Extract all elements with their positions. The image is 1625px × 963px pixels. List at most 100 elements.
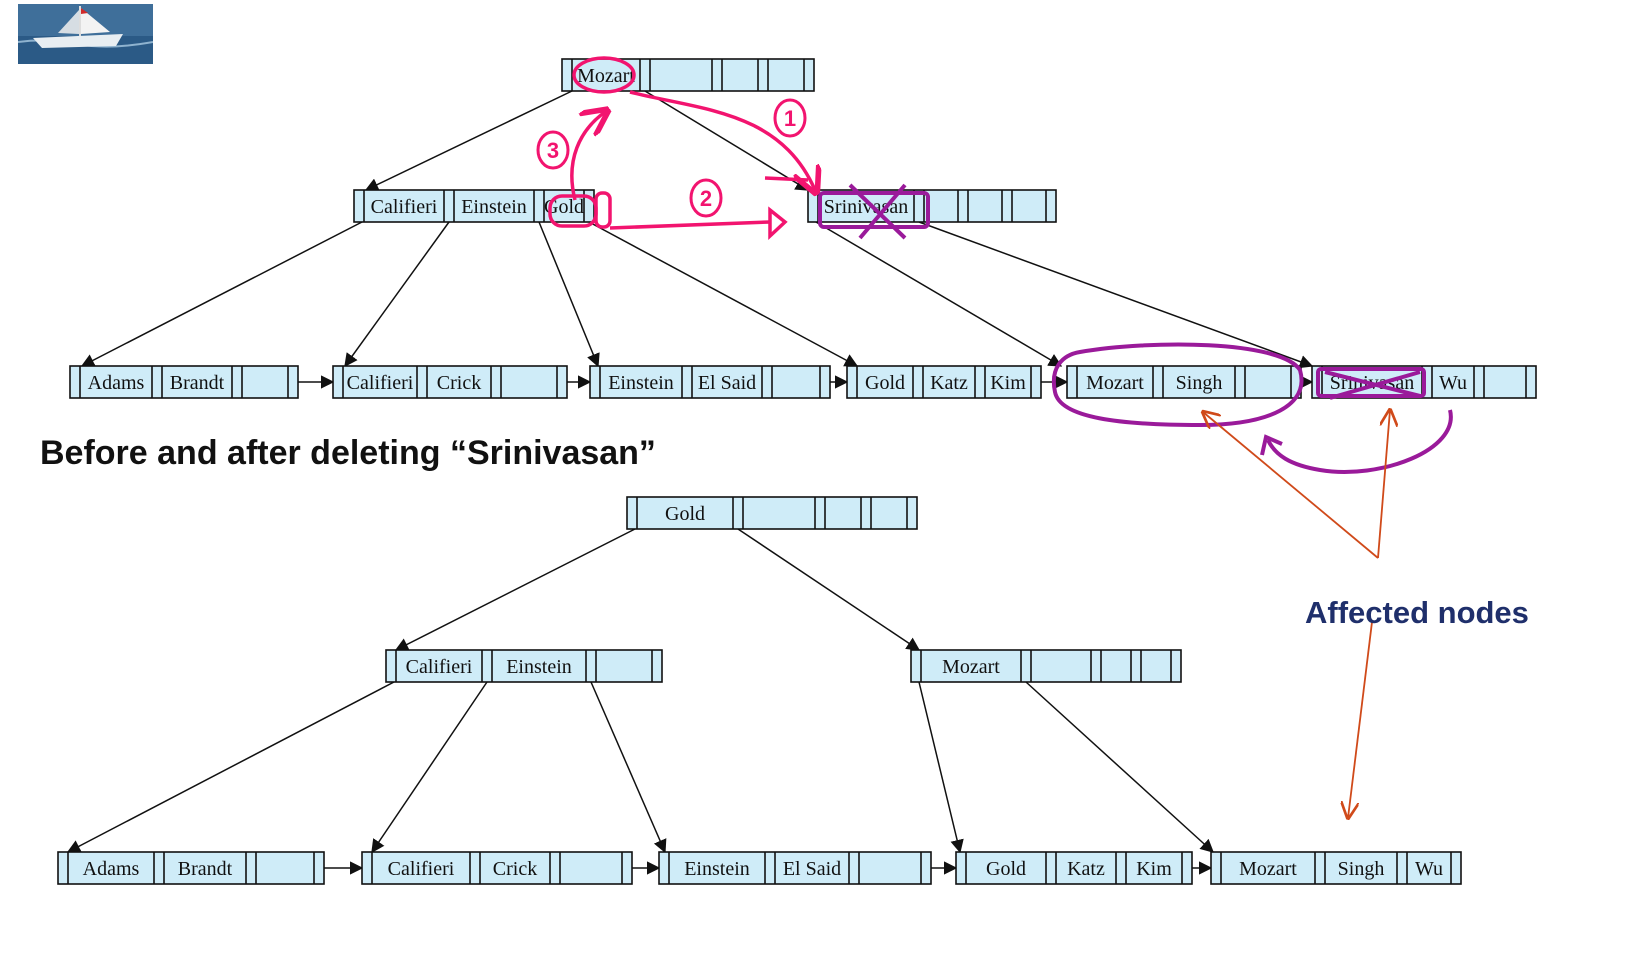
step-3-circle — [536, 130, 570, 170]
node-key: Einstein — [684, 858, 750, 880]
node-key: Crick — [493, 858, 537, 880]
after-leaf-3: Einstein El Said — [658, 851, 932, 885]
sailboat-logo — [18, 4, 153, 64]
node-key: Katz — [1067, 858, 1105, 880]
node-key: Gold — [986, 858, 1026, 880]
after-root-node: Gold — [626, 496, 918, 530]
after-leaf-2: Califieri Crick — [361, 851, 633, 885]
node-key: Kim — [990, 372, 1026, 394]
node-key: Mozart — [1239, 858, 1297, 880]
node-key: Brandt — [178, 858, 233, 880]
node-key: Wu — [1415, 858, 1443, 880]
step-3-arrow — [570, 112, 605, 201]
step-2-arrow — [609, 220, 771, 230]
srinivasan-internal-cross-mark — [848, 183, 907, 240]
srinivasan-internal-box-mark — [818, 191, 930, 229]
node-key: Mozart — [577, 65, 635, 87]
slide-caption: Before and after deleting “Srinivasan” — [40, 434, 656, 472]
node-key: Adams — [88, 372, 145, 394]
step-1-circle — [773, 98, 807, 138]
affected-nodes-label: Affected nodes — [1305, 595, 1529, 630]
step-3-label: 3 — [547, 138, 559, 163]
gold-pointer-mark — [594, 191, 612, 229]
node-box — [910, 649, 1182, 683]
node-key: Wu — [1439, 372, 1467, 394]
tree-pointer-edge — [590, 681, 667, 854]
node-box — [1210, 851, 1462, 885]
node-key: Califieri — [388, 858, 455, 880]
annotations: 1 2 3 — [536, 56, 1453, 818]
after-leaf-1: Adams Brandt — [57, 851, 325, 885]
node-box — [361, 851, 633, 885]
affected-arrow-1 — [1203, 412, 1379, 559]
affected-arrow-3 — [1348, 621, 1373, 818]
before-leaf-3: Einstein El Said — [589, 365, 831, 399]
mozart-circle-mark — [572, 56, 636, 94]
step-1-arrow — [629, 90, 815, 190]
node-box — [332, 365, 568, 399]
node-key: Gold — [665, 503, 705, 525]
tree-pointer-edge — [588, 221, 859, 367]
tree-edges — [66, 90, 1314, 875]
srinivasan-leaf-cross-mark — [1324, 370, 1421, 400]
node-key: Crick — [437, 372, 481, 394]
step-2-circle — [689, 178, 723, 218]
node-box — [385, 649, 663, 683]
node-box — [561, 58, 815, 92]
node-key: Singh — [1176, 372, 1223, 394]
node-key: Singh — [1338, 858, 1385, 880]
step-1-label: 1 — [784, 106, 796, 131]
tree-pointer-edge — [1025, 681, 1214, 853]
tree-pointer-edge — [815, 221, 1063, 367]
node-key: Mozart — [1086, 372, 1144, 394]
node-key: Katz — [930, 372, 968, 394]
node-key: Mozart — [942, 656, 1000, 678]
node-box — [69, 365, 299, 399]
tree-pointer-edge — [644, 90, 810, 191]
node-key: Brandt — [170, 372, 225, 394]
after-internal-node-2: Mozart — [910, 649, 1182, 683]
merge-arrow-mark — [1266, 409, 1453, 474]
after-leaf-5: Mozart Singh Wu — [1210, 851, 1462, 885]
node-box — [57, 851, 325, 885]
node-key: Califieri — [347, 372, 414, 394]
tree-pointer-edge — [394, 528, 636, 651]
node-key: Gold — [865, 372, 905, 394]
node-box — [807, 189, 1057, 223]
node-box — [846, 365, 1042, 399]
mozart-singh-leaf-circle-mark — [1051, 342, 1304, 428]
tree-pointer-edge — [918, 221, 1314, 369]
node-box — [955, 851, 1193, 885]
before-leaf-1: Adams Brandt — [69, 365, 299, 399]
node-box — [353, 189, 595, 223]
before-leaf-2: Califieri Crick — [332, 365, 568, 399]
tree-pointer-edge — [538, 221, 600, 368]
before-leaf-4: Gold Katz Kim — [846, 365, 1042, 399]
node-box — [626, 496, 918, 530]
node-key: Einstein — [506, 656, 572, 678]
node-box — [1066, 365, 1302, 399]
node-key: Califieri — [371, 196, 438, 218]
node-key: Srinivasan — [824, 196, 908, 218]
tree-pointer-edge — [371, 681, 488, 854]
srinivasan-leaf-box-mark — [1316, 367, 1426, 398]
tree-pointer-edge — [66, 681, 395, 853]
before-internal-node-2: Srinivasan — [807, 189, 1057, 223]
node-box — [589, 365, 831, 399]
step-2-label: 2 — [700, 186, 712, 211]
before-root-node: Mozart — [561, 58, 815, 92]
tree-pointer-edge — [344, 221, 450, 368]
node-key: Einstein — [461, 196, 527, 218]
node-key: El Said — [698, 372, 756, 394]
tree-pointer-edge — [918, 681, 964, 854]
before-leaf-5: Mozart Singh — [1066, 365, 1302, 399]
node-key: Adams — [83, 858, 140, 880]
node-key: El Said — [783, 858, 841, 880]
node-key: Einstein — [608, 372, 674, 394]
